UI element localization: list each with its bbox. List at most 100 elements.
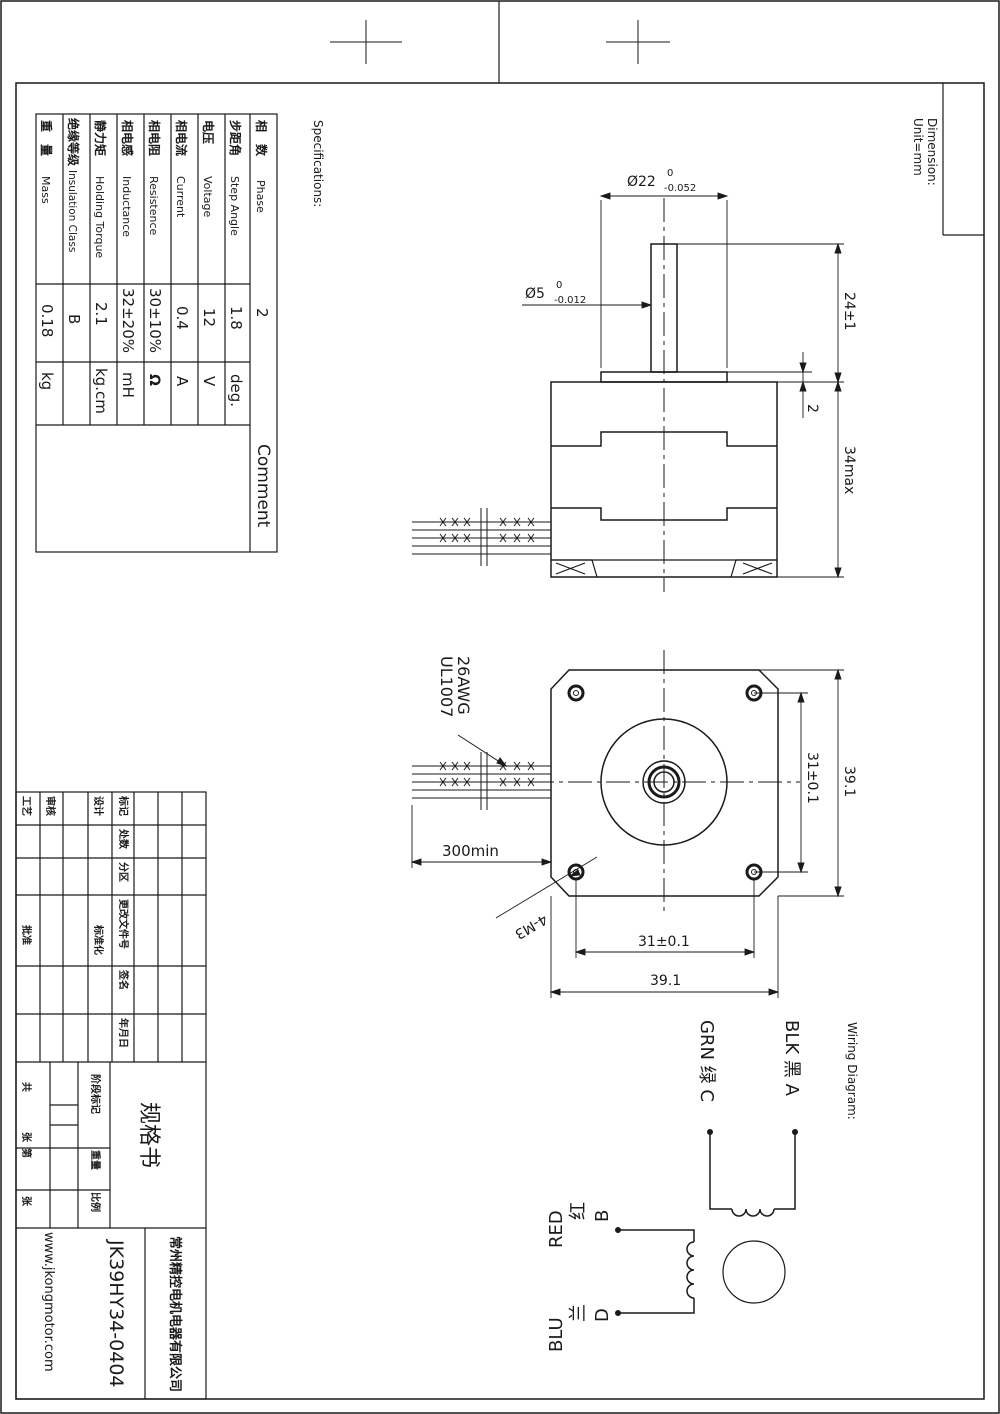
svg-text:相 数: 相 数: [254, 120, 269, 157]
hdr-marker: 标记: [117, 795, 130, 816]
spec-row-voltage: 电压 Voltage 12 V: [200, 120, 218, 387]
company-name: 常州精控电机电器有限公司: [167, 1236, 183, 1392]
svg-text:32±20%: 32±20%: [119, 288, 137, 353]
specifications-label: Specifications:: [311, 120, 325, 207]
hdr-date: 年月日: [117, 1018, 130, 1048]
terminal-c: [707, 1129, 713, 1135]
hdr-sheets-1: 张: [20, 1132, 33, 1143]
centering-mark-right: [606, 20, 670, 64]
svg-text:电压: 电压: [201, 120, 216, 144]
unit-label: Unit=mm: [911, 118, 925, 176]
side-view-base-left-notch: [551, 559, 598, 578]
svg-text:Ω: Ω: [146, 374, 162, 386]
shaft-length: 24±1: [841, 292, 857, 330]
svg-text:Inductance: Inductance: [120, 176, 133, 237]
svg-text:重 量: 重 量: [39, 120, 54, 156]
svg-text:Phase: Phase: [254, 180, 267, 213]
spec-row-insulation: 绝缘等级 Insulation Class B: [65, 118, 83, 324]
terminal-d: [615, 1310, 621, 1316]
hdr-change-doc: 更改文件号: [117, 899, 130, 949]
spec-row-current: 相电流 Current 0.4 A: [173, 120, 191, 387]
spec-row-step-angle: 步距角 Step Angle 1.8 deg.: [227, 120, 245, 407]
svg-text:deg.: deg.: [227, 374, 245, 407]
terminal-b: [615, 1227, 621, 1233]
svg-text:0.18: 0.18: [38, 304, 56, 337]
front-view-dimension-text: 26AWG UL1007 300min 31±0.1 39.1 31±0.1 3…: [437, 656, 857, 989]
hdr-weight: 重量: [89, 1150, 102, 1170]
hdr-zone: 分区: [117, 862, 130, 882]
svg-text:步距角: 步距角: [228, 120, 243, 156]
wire-b-en: RED: [546, 1210, 567, 1248]
wiring-labels: BLK 黑 A GRN 绿 C B 红 RED D 兰 BLU: [546, 1020, 802, 1352]
shaft-diameter: Ø5: [525, 286, 545, 302]
flange-diameter-lower-tol: -0.052: [664, 183, 696, 194]
wire-a-label: BLK 黑 A: [781, 1020, 802, 1097]
svg-text:kg.cm: kg.cm: [92, 368, 110, 414]
svg-text:静力矩: 静力矩: [93, 120, 108, 156]
svg-text:V: V: [200, 376, 218, 387]
svg-text:2: 2: [253, 308, 271, 318]
hdr-process: 工艺: [20, 796, 33, 816]
body-length: 34max: [841, 446, 857, 494]
hdr-design: 设计: [92, 796, 105, 816]
svg-text:绝缘等级: 绝缘等级: [66, 118, 81, 166]
svg-text:A: A: [173, 376, 191, 387]
spec-row-holding-torque: 静力矩 Holding Torque 2.1 kg.cm: [92, 120, 110, 414]
wire-c-label: GRN 绿 C: [696, 1020, 717, 1102]
lead-length: 300min: [442, 842, 499, 860]
svg-text:B: B: [65, 314, 83, 324]
wiring-diagram: [618, 1132, 796, 1314]
side-view-dimensions: [522, 192, 844, 579]
dimension-label: Dimension:: [925, 118, 939, 186]
spec-row-mass: 重 量 Mass 0.18 kg: [38, 120, 56, 390]
spec-row-resistance: 相电阻 Resistence 30±10% Ω: [146, 120, 164, 386]
svg-text:1.8: 1.8: [227, 306, 245, 330]
svg-text:kg: kg: [38, 372, 56, 390]
company-website: www.jkongmotor.com: [41, 1232, 56, 1372]
wire-d-cn: 兰: [568, 1304, 589, 1322]
front-view-dimensions: [410, 668, 844, 998]
centering-mark-left: [330, 20, 402, 64]
hole-spacing-horizontal: 31±0.1: [638, 934, 690, 950]
svg-text:0.4: 0.4: [173, 306, 191, 330]
mounting-hole-top-left: [567, 684, 585, 702]
svg-text:相电流: 相电流: [174, 120, 189, 156]
body-height: 39.1: [841, 766, 857, 797]
svg-text:Mass: Mass: [39, 176, 52, 204]
wiring-terminals: [615, 1129, 798, 1316]
side-view-base-right-notch: [730, 559, 777, 578]
spec-row-inductance: 相电感 Inductance 32±20% mH: [119, 120, 137, 398]
svg-text:相电阻: 相电阻: [147, 120, 162, 156]
side-view-leads: [412, 508, 551, 566]
svg-text:2.1: 2.1: [92, 302, 110, 326]
wire-standard-label: UL1007: [437, 656, 456, 717]
hdr-scale: 比例: [89, 1192, 102, 1212]
svg-text:mH: mH: [119, 372, 137, 398]
spec-row-phase: 相 数 Phase 2: [253, 120, 271, 318]
hdr-approval: 批准: [20, 925, 33, 945]
spec-table-text: 相 数 Phase 2 步距角 Step Angle 1.8 deg. 电压 V…: [38, 118, 273, 528]
hdr-sheet-no: 第: [20, 1148, 33, 1158]
svg-text:Voltage: Voltage: [201, 176, 214, 217]
hdr-review: 审核: [44, 796, 57, 816]
model-number: JK39HY34-0404: [105, 1239, 127, 1388]
boss-height: 2: [804, 404, 820, 413]
wire-d-en: BLU: [546, 1317, 567, 1352]
shaft-diameter-lower-tol: -0.012: [554, 295, 586, 306]
shaft-diameter-upper-tol: 0: [556, 280, 562, 291]
flange-diameter-upper-tol: 0: [667, 168, 673, 179]
hdr-signature: 签名: [117, 969, 130, 990]
title-block-text: 标记 处数 分区 更改文件号 签名 年月日 设计 审核 工艺 标准化 批准 阶段…: [20, 795, 183, 1392]
hdr-count: 处数: [117, 828, 130, 850]
wire-b-cn: 红: [568, 1202, 589, 1220]
hdr-sheets-2: 张: [20, 1196, 33, 1207]
side-view-dimension-text: Ø22 0 -0.052 Ø5 0 -0.012 24±1 2 34max: [525, 168, 857, 494]
wiring-diagram-label: Wiring Diagram:: [845, 1022, 859, 1120]
title-block: [15, 791, 207, 1400]
wire-b-number: B: [592, 1210, 613, 1222]
svg-text:Insulation Class: Insulation Class: [66, 170, 78, 252]
title-block-model: JK39HY34-0404 www.jkongmotor.com: [41, 1232, 127, 1388]
svg-text:12: 12: [200, 308, 218, 327]
wire-d-number: D: [592, 1308, 613, 1322]
